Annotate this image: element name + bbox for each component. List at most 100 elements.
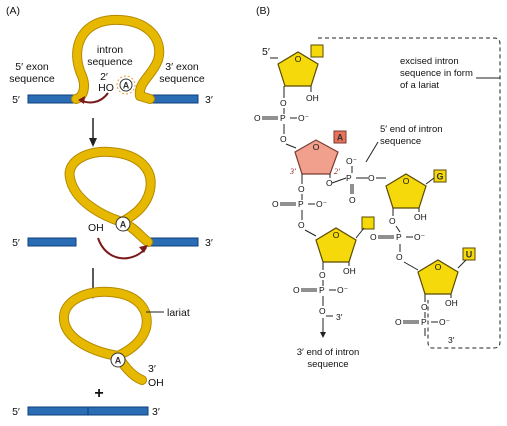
- base-label-a: A: [337, 133, 344, 143]
- o-g-2: O: [396, 252, 403, 262]
- callout-excised-1: excised intron: [400, 56, 459, 67]
- panel-a-tag: (A): [6, 5, 20, 17]
- step3-end3-top: 3′: [148, 363, 156, 375]
- bond-g-base: [425, 177, 435, 185]
- ominus-mid: O⁻: [337, 285, 349, 295]
- nucleotide-u: U O OH O P O O⁻ 3′: [395, 247, 476, 345]
- callout-5end-1: 5′ end of intron: [380, 124, 443, 135]
- ominus-g: O⁻: [414, 232, 426, 242]
- base-label-g: G: [436, 172, 443, 182]
- p-a: P: [298, 199, 304, 209]
- adenine-glow-1: [116, 75, 136, 95]
- step2-intermediate: A OH 5′ 3′: [12, 146, 213, 260]
- o-dbl-top: O: [254, 113, 261, 123]
- ho-label: HO: [98, 82, 114, 94]
- bond-mid-base: [355, 227, 365, 239]
- ominus-top: O⁻: [298, 113, 310, 123]
- exon3-label-line2: sequence: [159, 73, 205, 85]
- c2-label: 2′: [334, 167, 340, 176]
- attack-arrow-2: [97, 237, 147, 260]
- o-dbl-a: O: [272, 199, 279, 209]
- step-arrowhead-1: [89, 138, 97, 147]
- adenine-label-2: A: [120, 220, 127, 230]
- bond-g-p: [395, 225, 401, 233]
- bond-a-to-mid: [304, 229, 317, 237]
- c3-label: 3′: [289, 167, 296, 176]
- sugar-ring-a: [294, 139, 339, 175]
- attack-arrowhead-2: [139, 245, 148, 253]
- nucleotide-mid: O OH O P O O⁻ O 3′: [293, 216, 375, 338]
- callout-3end-2: sequence: [307, 359, 348, 370]
- step1-end3: 3′: [205, 94, 213, 106]
- ring-o-a: O: [313, 142, 320, 152]
- nucleotide-top: O OH O P O O⁻ O: [254, 44, 324, 149]
- adenine-circle-2: [115, 216, 131, 232]
- exon5-label-line1: 5′ exon: [15, 61, 49, 73]
- ring-o-mid: O: [333, 230, 340, 240]
- step2-oh: OH: [88, 222, 104, 234]
- sugar-ring-mid: [315, 227, 357, 263]
- nucleotide-g: G O OH O P O O⁻ O: [370, 169, 447, 271]
- nucleotide-branch-a: A O 3′ 2′ O O P O O⁻ O: [272, 130, 347, 237]
- intron-label-line1: intron: [97, 44, 123, 56]
- intron-loop: [72, 15, 164, 103]
- ring-o-g: O: [403, 176, 410, 186]
- step3-end3: 3′: [152, 406, 160, 418]
- plus-sign: +: [94, 385, 103, 402]
- o-dbl-mid: O: [293, 285, 300, 295]
- o-u: O: [421, 302, 428, 312]
- bond-a-to-p-2: [331, 177, 347, 184]
- exon-3-bar: [149, 94, 199, 104]
- bond-g-to-u: [403, 261, 419, 271]
- ring-o-u: O: [435, 262, 442, 272]
- ominus-branch: O⁻: [346, 156, 358, 166]
- bond-u-base: [457, 259, 467, 269]
- base-label-u: U: [466, 250, 473, 260]
- adenine-label-1: A: [123, 81, 130, 91]
- o-mid: O: [319, 270, 326, 280]
- sugar-ring-u: [417, 259, 459, 295]
- attack-arrowhead-1: [78, 96, 85, 104]
- panel-b-tag: (B): [256, 5, 270, 17]
- p-u: P: [421, 317, 427, 327]
- prime3-mid: 3′: [336, 312, 343, 322]
- step2-end5: 5′: [12, 237, 20, 249]
- oh-top: OH: [306, 93, 319, 103]
- o-top: O: [280, 98, 287, 108]
- ominus-u: O⁻: [439, 317, 451, 327]
- adenine-circle-3: [110, 352, 126, 368]
- exon3-label-line1: 3′ exon: [165, 61, 199, 73]
- step1-end5: 5′: [12, 94, 20, 106]
- o-a-low: O: [298, 220, 305, 230]
- o-dbl-branch: O: [349, 195, 356, 205]
- o-g: O: [389, 216, 396, 226]
- p-top: P: [280, 113, 286, 123]
- callout-5end-leader: [365, 141, 379, 163]
- p-branch: P: [346, 173, 352, 183]
- intron-label-line2: sequence: [87, 56, 133, 68]
- step2-end3: 3′: [205, 237, 213, 249]
- o-top-2: O: [280, 134, 287, 144]
- exon5-label-line2: sequence: [9, 73, 55, 85]
- callout-5end-2: sequence: [380, 136, 421, 147]
- bond-to-a: [285, 143, 297, 149]
- oh-g: OH: [414, 212, 427, 222]
- branch-phosphate: P O⁻ O O: [346, 156, 386, 205]
- step1-pre-mrna: A intron sequence 5′ exon sequence 3′ ex…: [9, 14, 213, 106]
- base-box-a: [333, 130, 347, 144]
- step3-products: A lariat 3′ OH + 5′ 3′: [12, 286, 190, 418]
- callout-3end-1: 3′ end of intron: [297, 347, 360, 358]
- step3-oh: OH: [148, 377, 164, 389]
- p-g: P: [396, 232, 402, 242]
- sugar-ring-top: [277, 51, 319, 87]
- p-mid: P: [319, 285, 325, 295]
- oh-u: OH: [445, 298, 458, 308]
- o-branch: O: [368, 173, 375, 183]
- arrow-3end-head: [320, 332, 326, 338]
- exon-5-bar-2: [27, 237, 77, 247]
- base-box-g: [433, 169, 447, 183]
- sugar-ring-g: [385, 173, 427, 209]
- intron-loop-2: [65, 147, 155, 246]
- callout-excised-2: sequence in form: [400, 68, 473, 79]
